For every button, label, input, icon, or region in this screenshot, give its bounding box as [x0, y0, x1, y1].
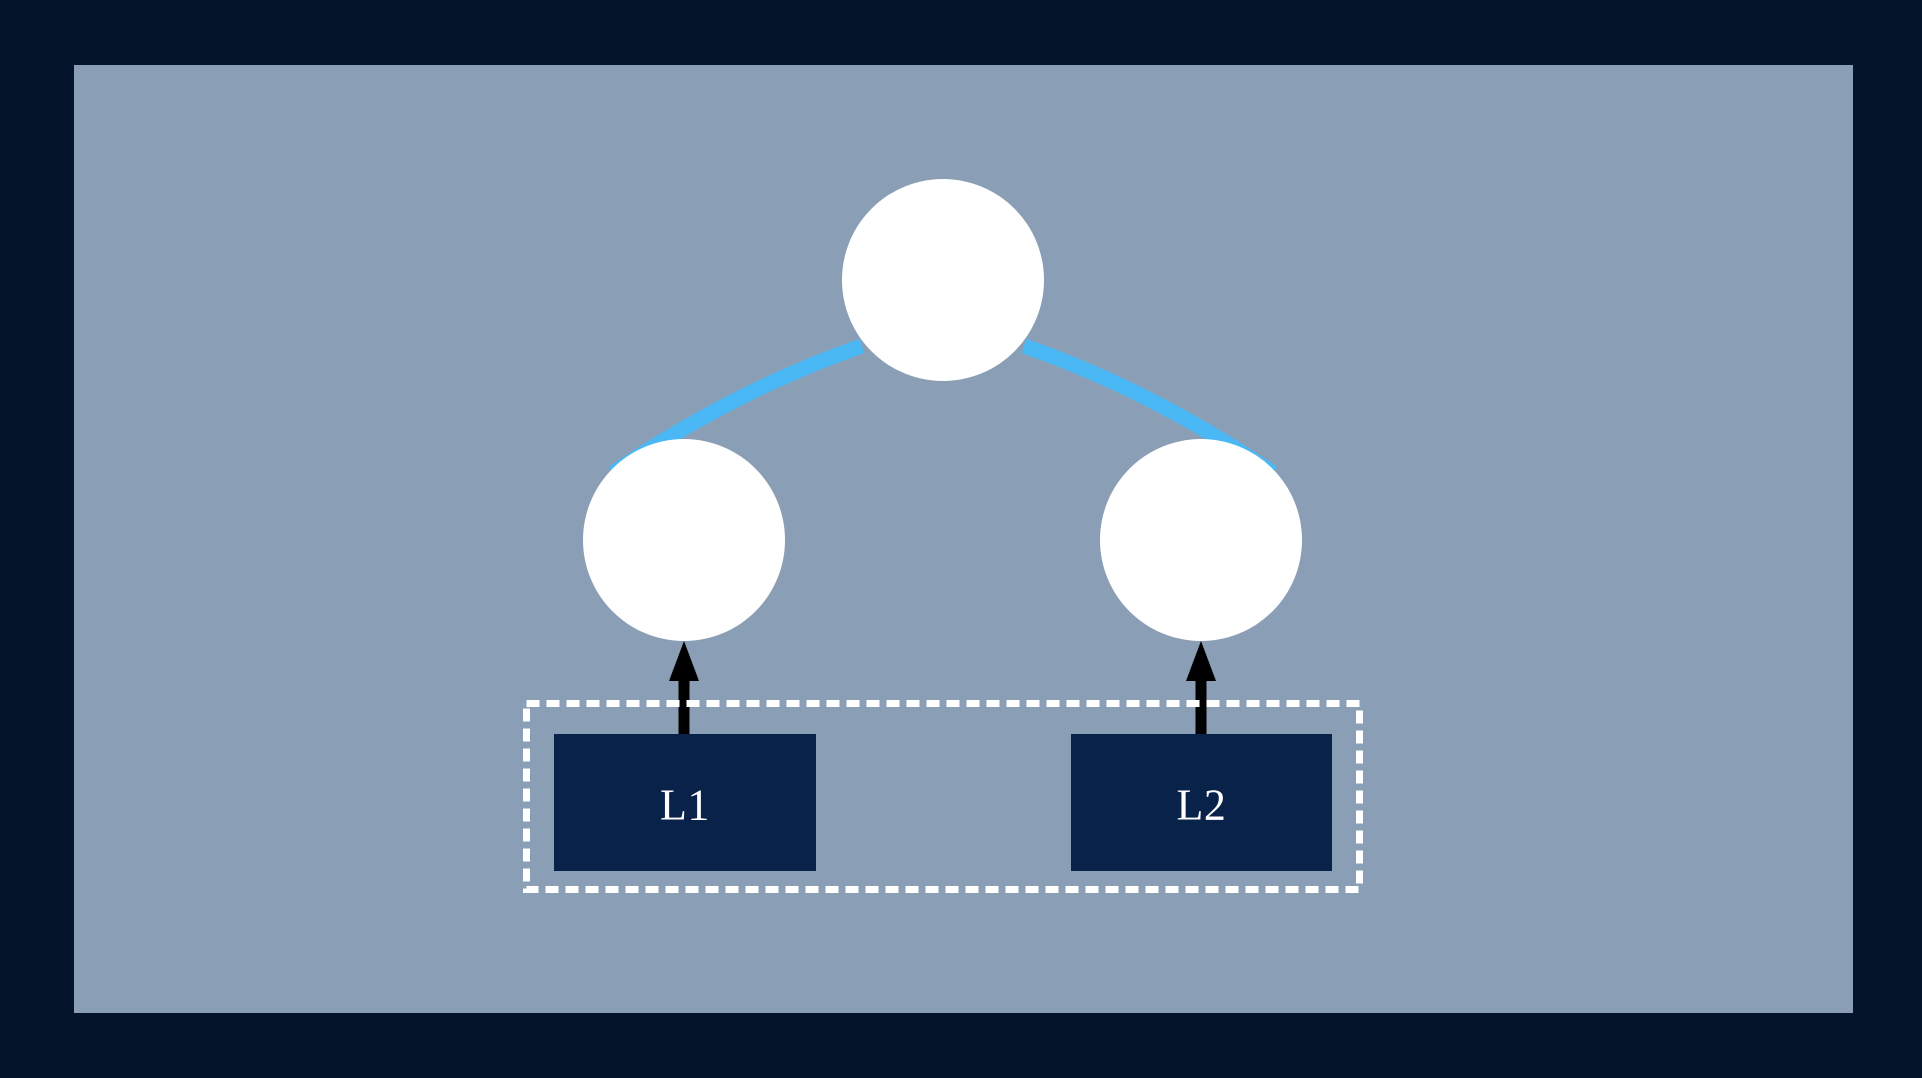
arrow-shaft — [1195, 676, 1207, 736]
arrow-layer — [669, 641, 1216, 736]
arrow-head — [669, 641, 699, 681]
box-l2[interactable]: L2 — [1071, 734, 1332, 871]
arrow-l1-to-left — [669, 641, 699, 736]
box-l2-rect[interactable] — [1071, 734, 1332, 871]
node-right[interactable] — [1100, 439, 1302, 641]
arrow-shaft — [678, 676, 690, 736]
box-l1[interactable]: L1 — [554, 734, 816, 871]
box-l1-rect[interactable] — [554, 734, 816, 871]
node-left[interactable] — [583, 439, 785, 641]
box-l2-label: L2 — [1177, 781, 1227, 830]
box-l1-label: L1 — [660, 781, 710, 830]
arrow-l2-to-right — [1186, 641, 1216, 736]
dashed-group-container[interactable] — [523, 700, 1363, 893]
node-layer — [583, 179, 1302, 641]
node-root[interactable] — [842, 179, 1044, 381]
arrow-head — [1186, 641, 1216, 681]
